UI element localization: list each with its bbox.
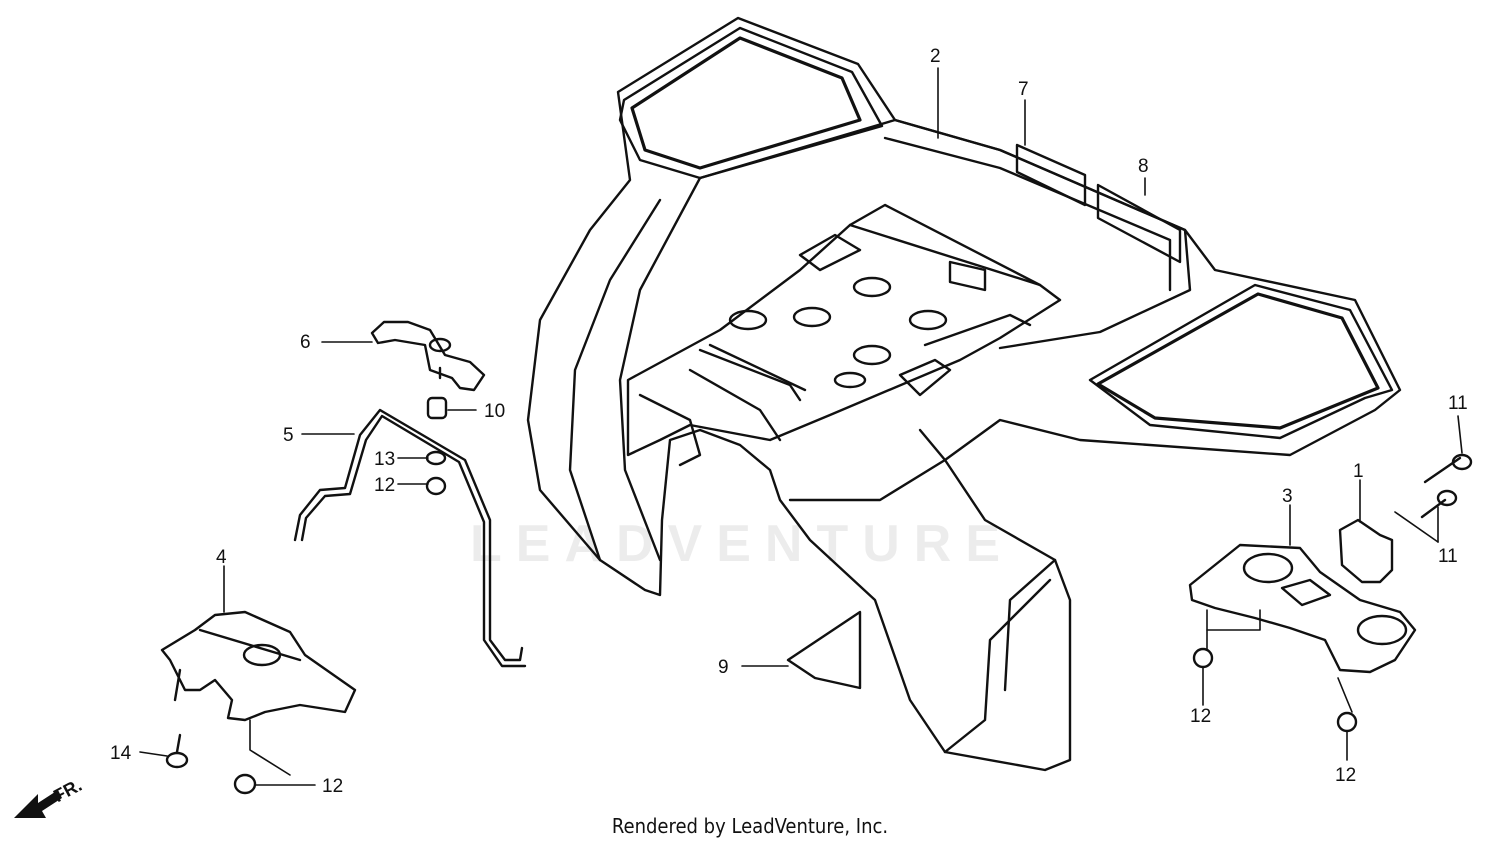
callout-9: 9 (718, 657, 729, 678)
callout-3: 3 (1282, 486, 1293, 507)
callout-2: 2 (930, 46, 941, 67)
callout-11-lower: 11 (1438, 546, 1458, 567)
part-4-bracket (160, 610, 357, 722)
callout-1: 1 (1353, 461, 1364, 482)
part-12-nut-left (233, 773, 257, 795)
callout-8: 8 (1138, 156, 1149, 177)
fr-direction-arrow (14, 790, 62, 818)
part-11-bolts (1420, 453, 1473, 519)
part-14-bolt (165, 733, 189, 769)
callout-11-upper: 11 (1448, 393, 1468, 414)
footer-credit: Rendered by LeadVenture, Inc. (611, 814, 889, 838)
leader-lines (139, 67, 1463, 786)
watermark: LEADVENTURE (470, 515, 1015, 573)
callout-12-mid: 12 (1190, 706, 1211, 727)
callout-6: 6 (300, 332, 311, 353)
callout-12-right: 12 (1335, 765, 1356, 786)
part-13-washer (425, 450, 447, 466)
callout-12-upper: 12 (374, 475, 395, 496)
part-12-nut-right (1336, 711, 1358, 733)
callout-14: 14 (110, 743, 132, 764)
sticker-7 (1015, 143, 1087, 207)
sticker-8 (1096, 183, 1182, 264)
part-12-nut-mid (1192, 647, 1214, 669)
callout-4: 4 (216, 547, 227, 568)
rear-fender (526, 16, 1402, 772)
callout-12-left: 12 (322, 776, 343, 797)
callout-5: 5 (283, 425, 294, 446)
part-3-plate (1188, 543, 1417, 674)
callout-13: 13 (374, 449, 395, 470)
part-6-bracket (370, 320, 486, 392)
part-12-nut (425, 476, 447, 496)
callouts: 2 7 8 6 5 10 13 12 4 14 12 9 3 1 11 11 1… (110, 46, 1468, 797)
part-9-protector (786, 610, 862, 690)
part-10-collar (426, 396, 448, 420)
callout-7: 7 (1018, 79, 1029, 100)
part-5-rod (293, 408, 527, 668)
part-1-bracket (1338, 518, 1394, 584)
callout-10: 10 (484, 401, 505, 422)
